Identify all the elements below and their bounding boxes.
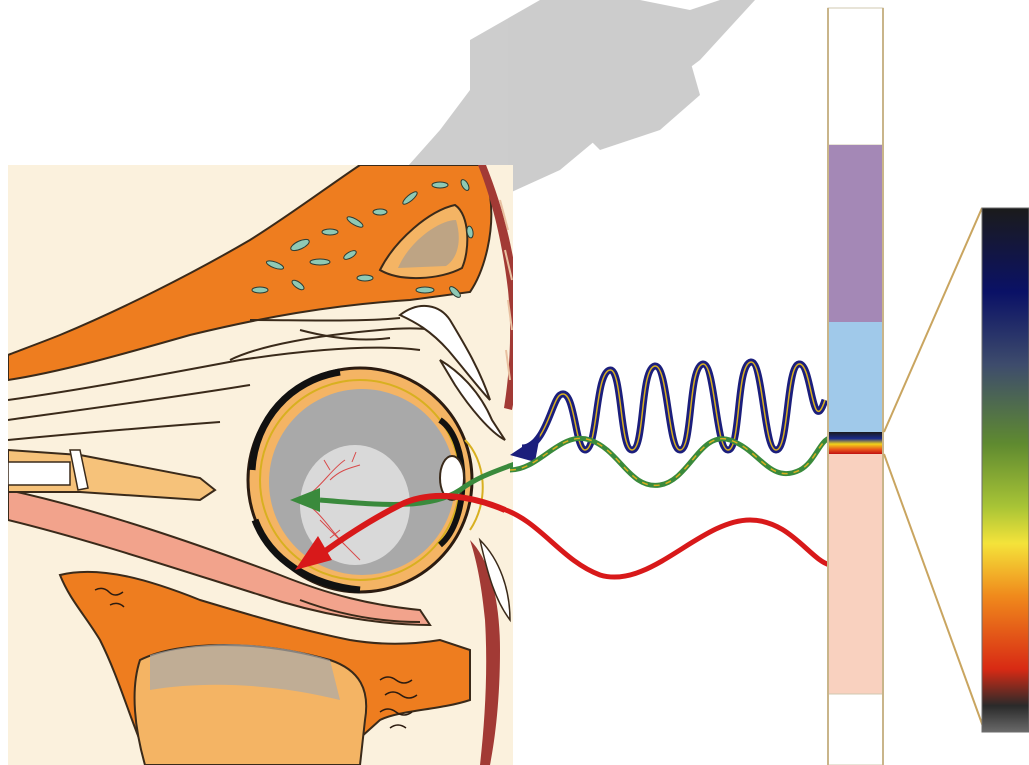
spectrum-bar [828,8,883,765]
ray-red [500,508,830,577]
band-bottom-white [828,694,883,765]
anatomy-panel [8,165,525,765]
expansion-lines [884,208,985,732]
visible-spectrum [982,208,1029,732]
band-violet [828,145,883,322]
band-pink [828,454,883,694]
band-blue [828,322,883,432]
band-visible-narrow [828,432,883,454]
band-top-white [828,8,883,145]
